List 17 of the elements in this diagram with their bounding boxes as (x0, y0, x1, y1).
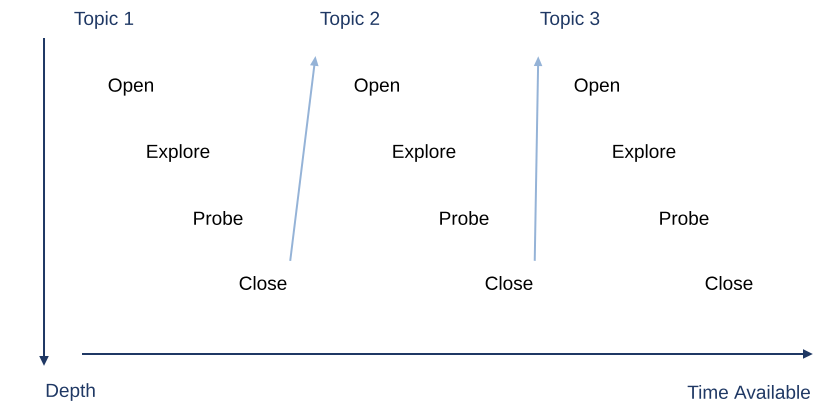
stage-label: Close (486, 276, 532, 290)
topic-label: Topic 3 (540, 11, 600, 29)
stage-label: Probe (440, 211, 488, 225)
stage-label: Close (706, 276, 752, 290)
axis-label: Depth (46, 383, 95, 401)
stage-label: Explore (393, 144, 456, 162)
stage-label: Open (108, 78, 153, 96)
stage-label: Open (574, 78, 619, 96)
stage-label: Explore (613, 144, 676, 162)
stage-label: Close (240, 276, 286, 290)
topic-label: Topic 2 (320, 11, 380, 29)
axis-label: Time Available (688, 385, 810, 399)
stage-label: Open (354, 78, 399, 96)
stage-label: Explore (147, 144, 210, 162)
stage-label: Probe (660, 211, 708, 225)
stage-label: Probe (194, 211, 242, 225)
topic-label: Topic 1 (74, 11, 134, 29)
